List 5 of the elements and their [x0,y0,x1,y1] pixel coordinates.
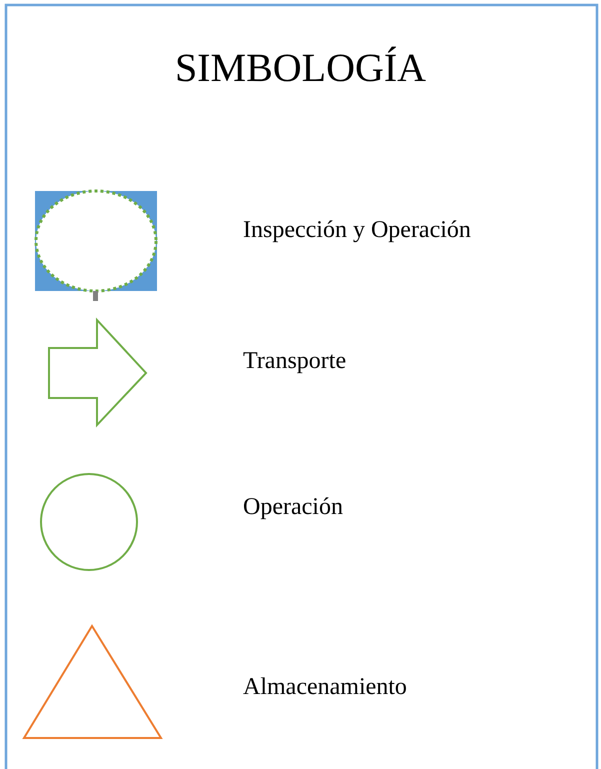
title: SIMBOLOGÍA [174,44,428,91]
legend-label: Operación [243,494,343,521]
legend-label: Inspección y Operación [243,217,471,244]
legend-label: Almacenamiento [243,674,407,701]
legend-label: Transporte [243,348,346,375]
